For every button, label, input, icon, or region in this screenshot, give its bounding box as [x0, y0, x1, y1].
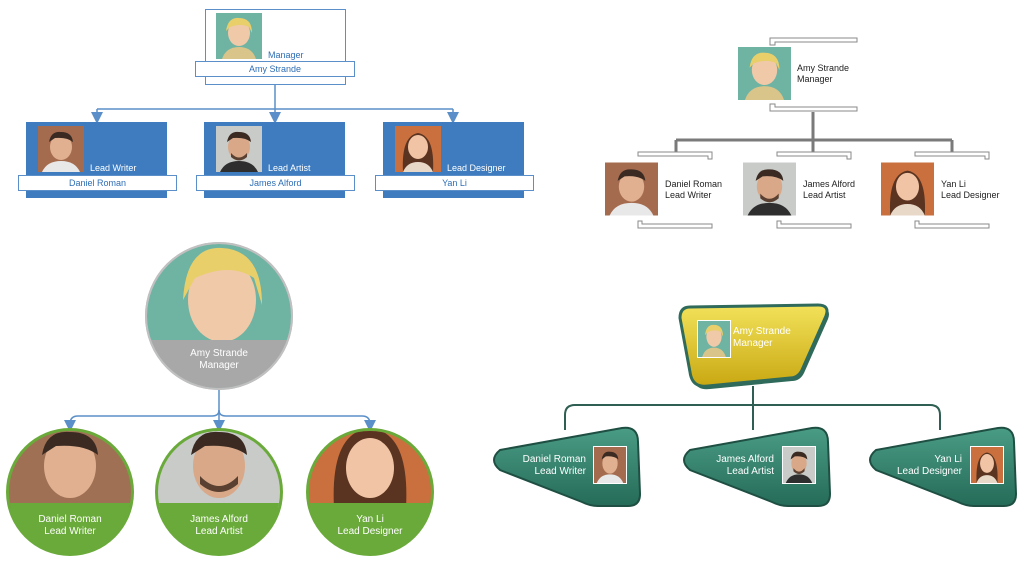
chart3-report-label[interactable]: Yan Li Lead Designer — [320, 514, 420, 538]
chart2-report-role: Lead Writer — [665, 190, 712, 200]
chart4-report-role: Lead Artist — [726, 466, 774, 477]
chart2-report-label[interactable]: James Alford Lead Artist — [803, 179, 855, 201]
chart3-report-name: Yan Li — [356, 514, 384, 525]
report-photo-icon — [216, 126, 262, 172]
chart3-report-role: Lead Writer — [44, 526, 96, 537]
chart3-report-role: Lead Artist — [195, 526, 243, 537]
chart3-report-circle — [6, 428, 134, 556]
chart3-report-label[interactable]: Daniel Roman Lead Writer — [20, 514, 120, 538]
chart1-report-role: Lead Designer — [447, 163, 506, 173]
chart4-manager-label[interactable]: Amy Strande Manager — [733, 326, 791, 350]
report-photo-icon — [605, 162, 658, 216]
chart4-report-name: Daniel Roman — [522, 454, 586, 465]
chart4-report-role: Lead Writer — [534, 466, 586, 477]
chart4-manager-name: Amy Strande — [733, 326, 791, 337]
chart4-report-label[interactable]: James Alford Lead Artist — [700, 454, 774, 478]
report-photo-icon — [593, 446, 627, 484]
chart3-report-label[interactable]: James Alford Lead Artist — [169, 514, 269, 538]
chart4-connectors — [564, 386, 941, 430]
chart2-report-label[interactable]: Daniel Roman Lead Writer — [665, 179, 722, 201]
chart2-manager-role: Manager — [797, 74, 833, 84]
chart3-manager-circle — [145, 242, 293, 390]
manager-photo-icon — [216, 13, 262, 59]
chart2-report-label[interactable]: Yan Li Lead Designer — [941, 179, 1000, 201]
chart1-connectors — [91, 84, 459, 124]
chart2-manager-name: Amy Strande — [797, 63, 850, 73]
chart2-report-name: Yan Li — [941, 179, 966, 189]
report-photo-icon — [38, 126, 84, 172]
chart3-manager-label[interactable]: Amy Strande Manager — [169, 348, 269, 372]
report-photo-icon — [881, 162, 934, 216]
manager-photo-icon — [697, 320, 731, 358]
chart1-manager-name: Amy Strande — [195, 61, 355, 77]
chart2-report-name: James Alford — [803, 179, 856, 189]
chart1-manager-role: Manager — [268, 50, 304, 60]
chart3-report-name: Daniel Roman — [38, 514, 102, 525]
chart1-report-name: Yan Li — [375, 175, 534, 191]
chart2-report-role: Lead Designer — [941, 190, 1000, 200]
chart3-connectors — [64, 390, 376, 432]
manager-photo-icon — [738, 46, 791, 101]
chart3-report-name: James Alford — [190, 514, 248, 525]
chart2-connectors — [674, 112, 954, 152]
report-photo-icon — [743, 162, 796, 216]
chart2-report-name: Daniel Roman — [665, 179, 723, 189]
chart3-manager-name: Amy Strande — [190, 348, 248, 359]
chart1-report-name: Daniel Roman — [18, 175, 177, 191]
chart1-report-role: Lead Writer — [90, 163, 137, 173]
report-photo-icon — [395, 126, 441, 172]
chart3-report-circle — [155, 428, 283, 556]
chart1-report-role: Lead Artist — [268, 163, 311, 173]
chart4-report-role: Lead Designer — [896, 466, 962, 477]
report-photo-icon — [782, 446, 816, 484]
chart2-manager-label[interactable]: Amy Strande Manager — [797, 63, 849, 85]
chart4-report-name: James Alford — [716, 454, 774, 465]
chart3-report-role: Lead Designer — [337, 526, 403, 537]
chart3-report-circle — [306, 428, 434, 556]
report-photo-icon — [970, 446, 1004, 484]
chart2-report-role: Lead Artist — [803, 190, 846, 200]
chart4-report-label[interactable]: Yan Li Lead Designer — [888, 454, 962, 478]
chart4-manager-role: Manager — [733, 338, 773, 349]
chart3-manager-role: Manager — [199, 360, 239, 371]
chart4-report-label[interactable]: Daniel Roman Lead Writer — [512, 454, 586, 478]
chart1-report-name: James Alford — [196, 175, 355, 191]
chart4-report-name: Yan Li — [934, 454, 962, 465]
